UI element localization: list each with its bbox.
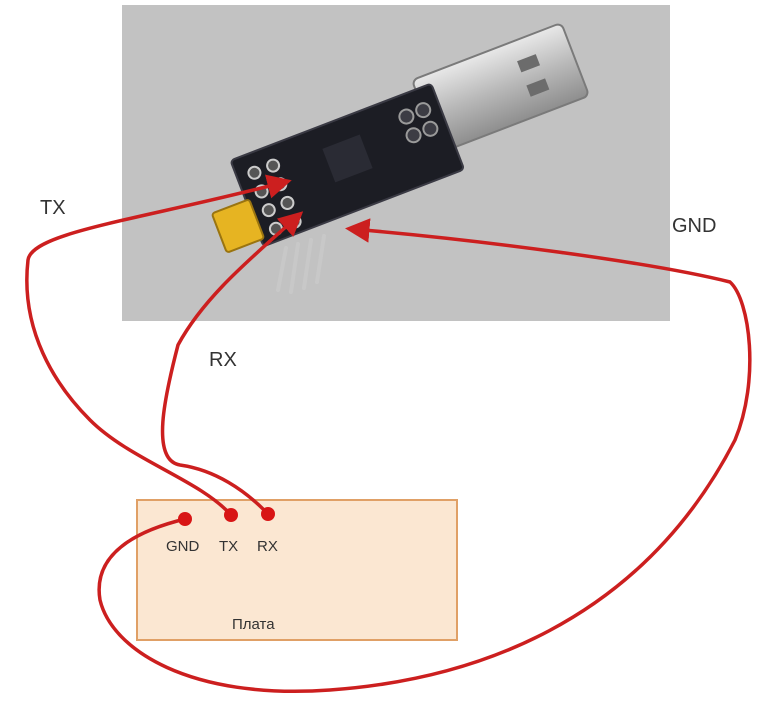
adapter-photo (122, 5, 670, 321)
pin-gnd-dot (178, 512, 192, 526)
board-rx-label: RX (257, 538, 278, 555)
pin-rx-dot (261, 507, 275, 521)
board-gnd-label: GND (166, 538, 200, 555)
jumper (211, 199, 265, 253)
board-name-label: Плата (232, 616, 275, 633)
adapter-tx-label: TX (40, 197, 66, 219)
adapter-rx-label: RX (209, 349, 237, 371)
wire-rx (160, 211, 304, 516)
adapter-gnd-label: GND (672, 215, 716, 237)
board-tx-label: TX (219, 538, 238, 555)
wires (25, 174, 752, 693)
header-pins (276, 234, 326, 294)
wire-gnd (97, 218, 752, 693)
wire-tx (25, 174, 292, 517)
pin-tx-dot (224, 508, 238, 522)
